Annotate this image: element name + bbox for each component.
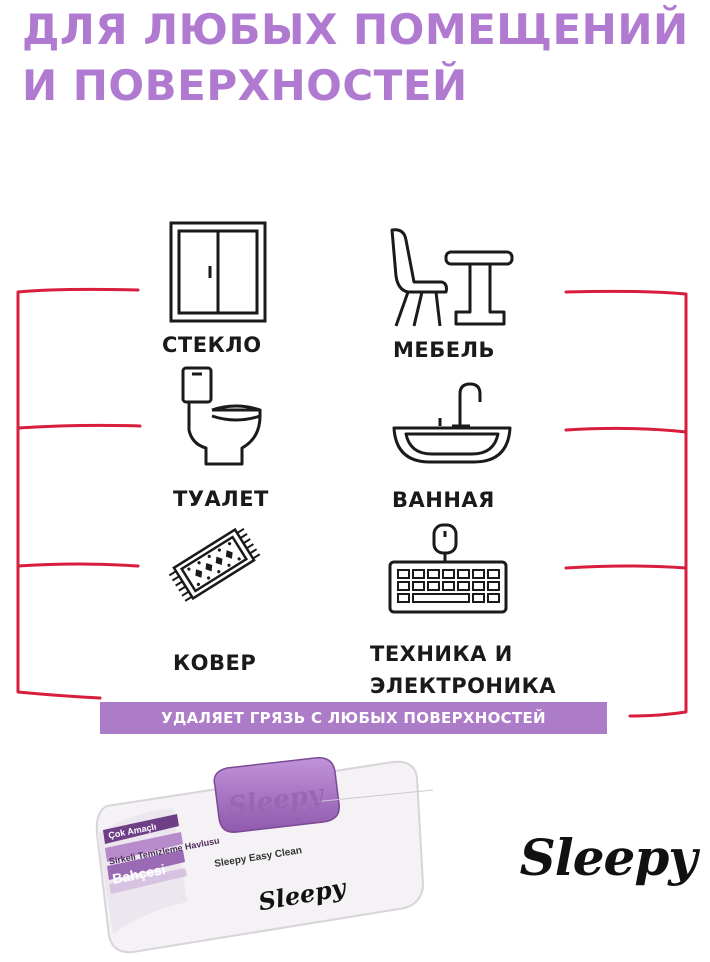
label-bath: ВАННАЯ: [392, 488, 495, 512]
label-tech-line-2: ЭЛЕКТРОНИКА: [370, 674, 556, 698]
chair-table-icon: [390, 228, 514, 327]
label-toilet: ТУАЛЕТ: [173, 487, 269, 511]
window-icon: [169, 221, 267, 323]
brand-logo-text: Sleepy: [519, 828, 698, 887]
label-carpet: КОВЕР: [173, 651, 257, 675]
toilet-icon: [181, 366, 262, 466]
package-body: [95, 760, 425, 954]
label-tech: ТЕХНИКА И ЭЛЕКТРОНИКА: [370, 638, 556, 702]
label-glass: СТЕКЛО: [162, 333, 262, 357]
label-furniture: МЕБЕЛЬ: [393, 338, 496, 362]
lid: [213, 757, 340, 833]
headline: ДЛЯ ЛЮБЫХ ПОМЕЩЕНИЙ И ПОВЕРХНОСТЕЙ: [22, 2, 689, 114]
sink-icon: [392, 382, 512, 464]
brand-logo: Sleepy: [518, 818, 698, 908]
headline-line-1: ДЛЯ ЛЮБЫХ ПОМЕЩЕНИЙ: [22, 5, 689, 54]
headline-line-2: И ПОВЕРХНОСТЕЙ: [22, 61, 468, 110]
wipes-package: [95, 757, 433, 954]
label-tech-line-1: ТЕХНИКА И: [370, 642, 513, 666]
keyboard-mouse-icon: [388, 523, 508, 614]
benefit-banner: УДАЛЯЕТ ГРЯЗЬ С ЛЮБЫХ ПОВЕРХНОСТЕЙ: [100, 702, 607, 734]
carpet-icon: [168, 527, 261, 602]
